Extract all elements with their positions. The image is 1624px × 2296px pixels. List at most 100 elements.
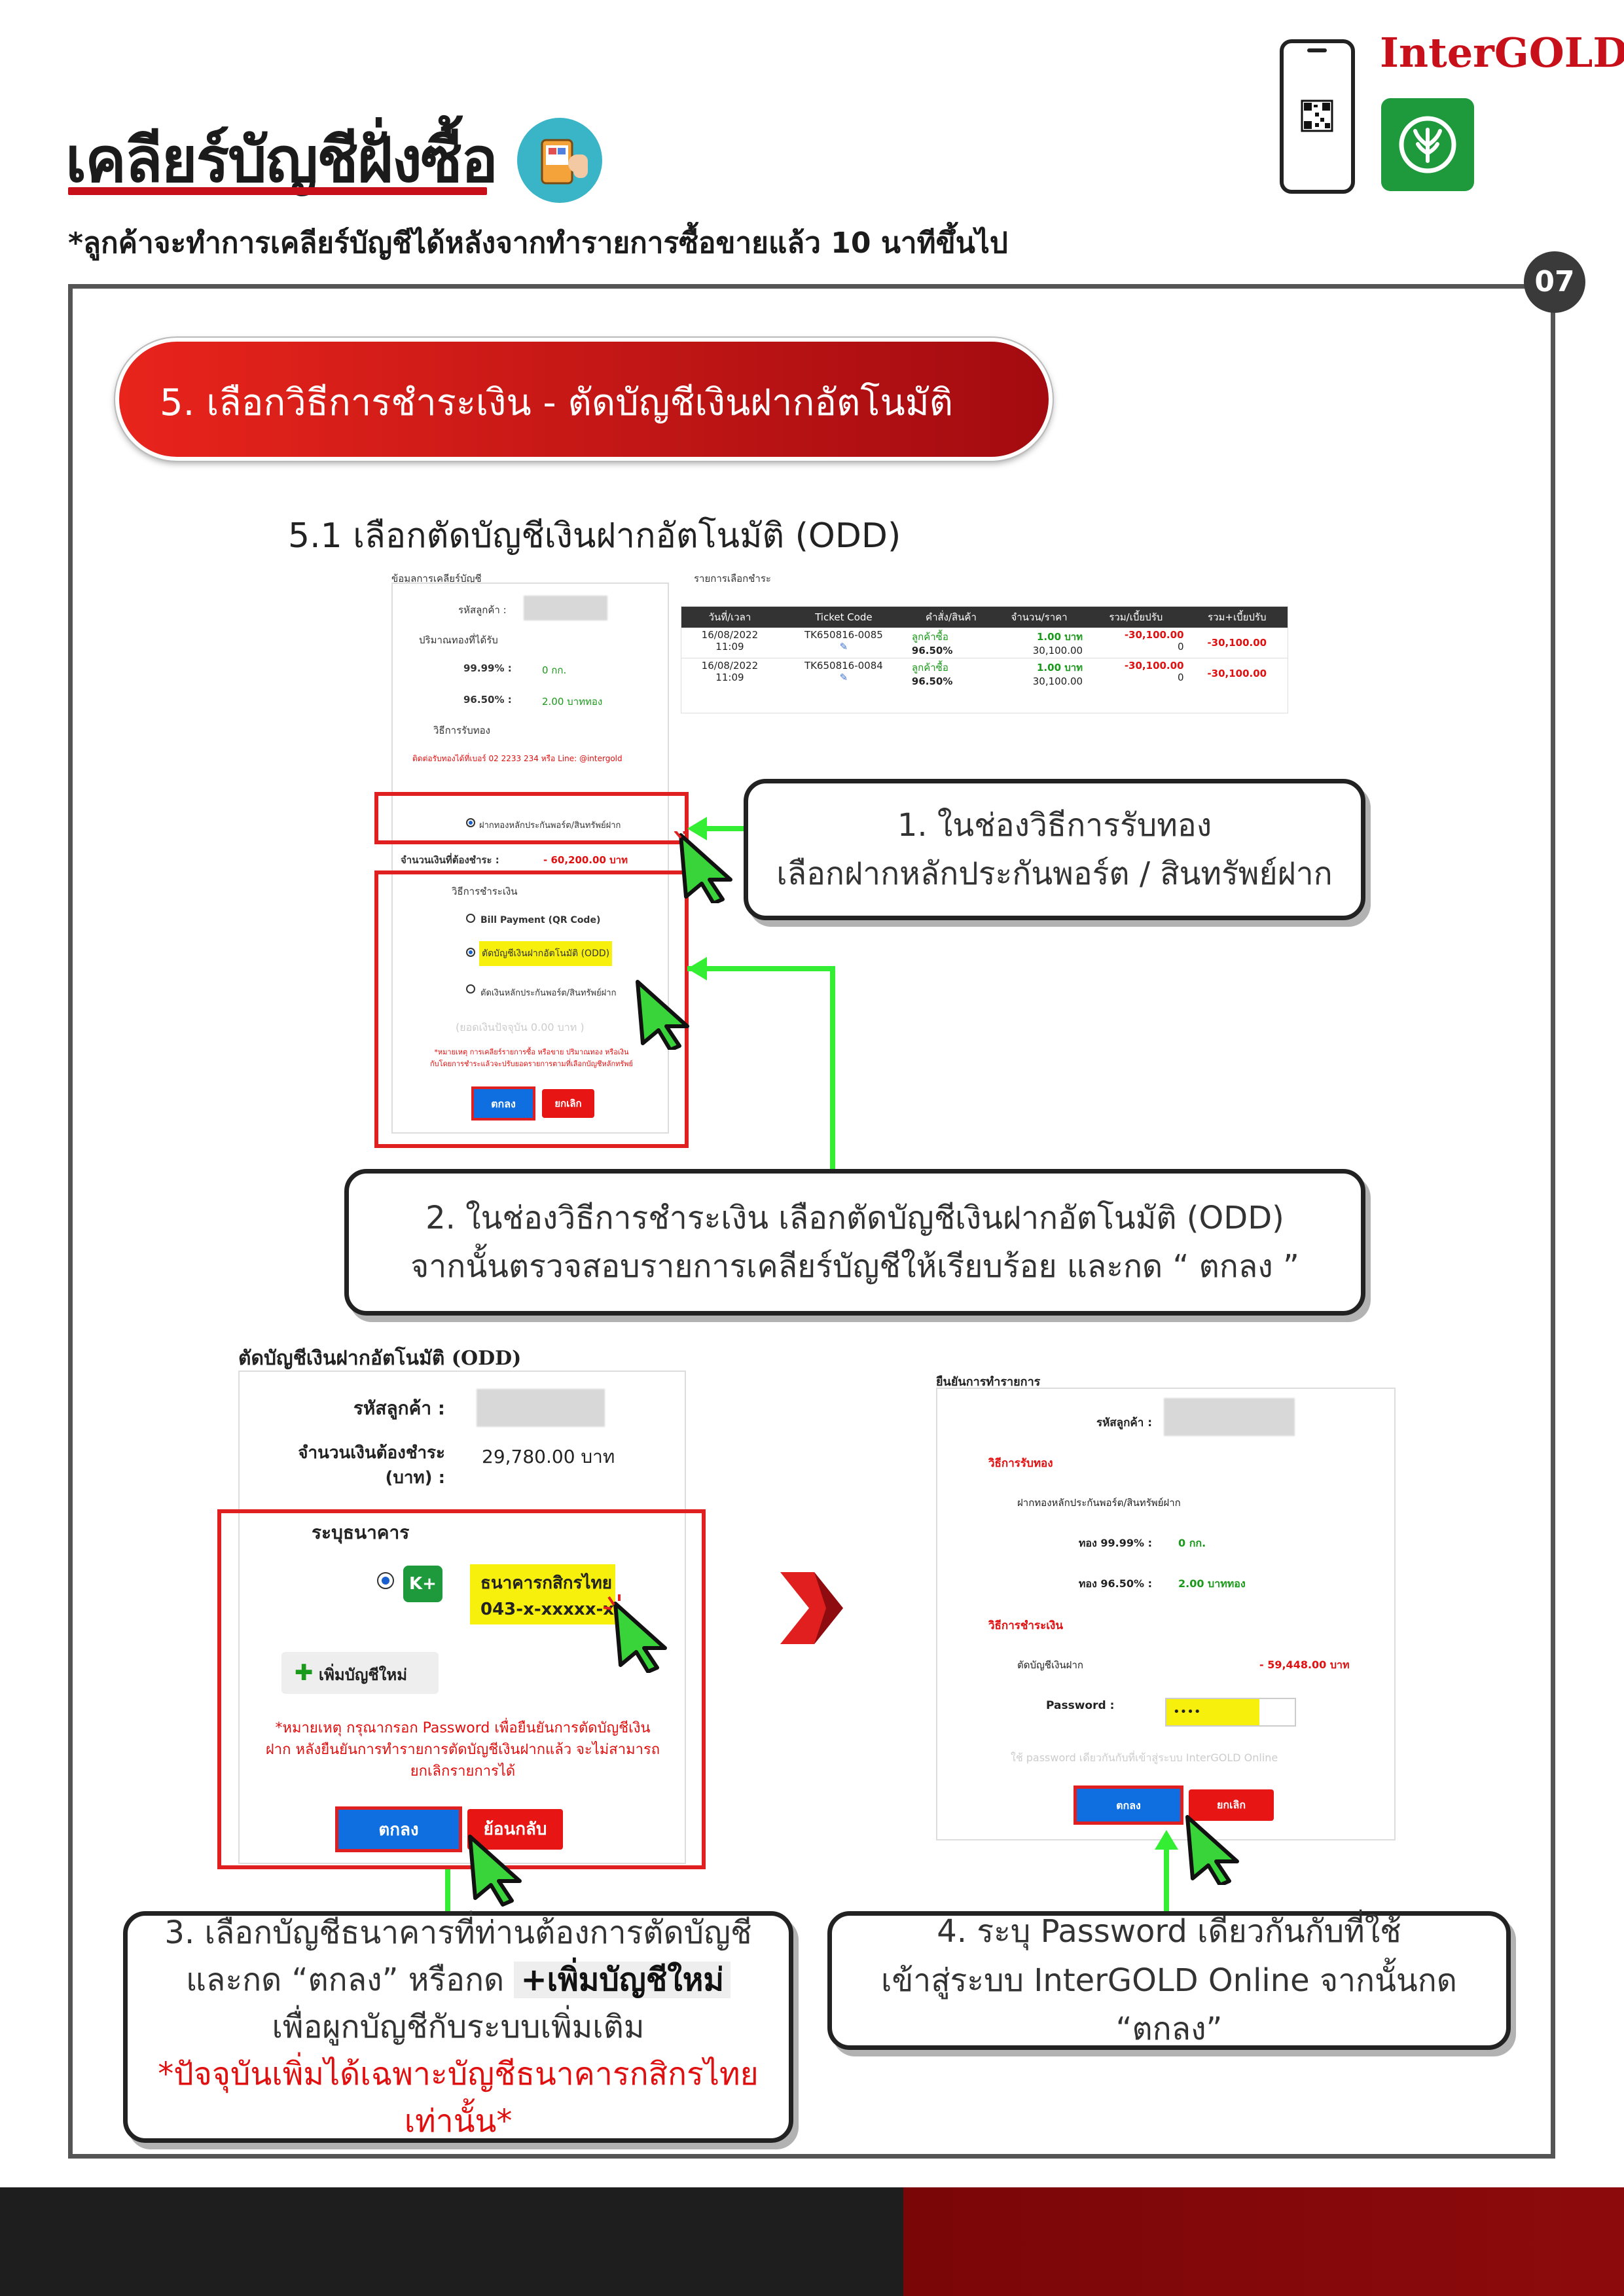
row-fine: 0	[1177, 672, 1184, 683]
pay-option-portfolio-radio[interactable]	[466, 984, 475, 994]
sub-step-title: 5.1 เลือกตัดบัญชีเงินฝากอัตโนมัติ (ODD)	[288, 516, 901, 556]
content-frame	[68, 284, 1555, 2159]
cancel-button[interactable]: ยกเลิก	[542, 1089, 594, 1118]
gold-9999-value: 0 กก.	[542, 664, 567, 676]
bank-name: ธนาคารกสิกรไทย	[480, 1573, 612, 1593]
pay-option-odd-radio[interactable]	[466, 948, 475, 957]
plus-icon: ✚	[295, 1660, 314, 1686]
connector-arrow-1-icon	[687, 817, 707, 843]
callout-2-line-1: 2. ในช่องวิธีการชำระเงิน เลือกตัดบัญชีเง…	[425, 1199, 1284, 1236]
gold-9999-label: 99.99% :	[463, 662, 512, 674]
bank-radio[interactable]	[377, 1572, 394, 1589]
gold-9650-value: 2.00 บาททอง	[542, 696, 603, 708]
col-total: รวม/เบี้ยปรับ	[1085, 607, 1187, 628]
cursor-pointer-icon	[461, 1830, 533, 1911]
add-account-button[interactable]: ✚ เพิ่มบัญชีใหม่	[281, 1652, 439, 1694]
callout-step-4: 4. ระบุ Password เดียวกันกับที่ใช้ เข้าส…	[827, 1911, 1511, 2050]
callout-3-line-3: เพื่อผูกบัญชีกับระบบเพิ่มเติม	[272, 2009, 645, 2045]
odd-amount-label: จำนวนเงินต้องชำระ (บาท) :	[298, 1443, 445, 1488]
row-product: 96.50%	[911, 645, 953, 656]
clearing-form-panel	[391, 583, 669, 1134]
callout-step-3: 3. เลือกบัญชีธนาคารที่ท่านต้องการตัดบัญช…	[123, 1911, 793, 2143]
odd-remark: *หมายเหตุ กรุณากรอก Password เพื่อยืนยัน…	[265, 1720, 660, 1780]
bank-account-highlight	[470, 1564, 615, 1624]
title-underline	[68, 187, 487, 195]
callout-3-line-2: และกด “ตกลง” หรือกด +เพิ่มบัญชีใหม่	[128, 1956, 789, 2003]
confirm-pay-label: วิธีการชำระเงิน	[988, 1619, 1063, 1632]
connector-arrow-4-icon	[1155, 1830, 1178, 1852]
payment-method-highlight	[374, 870, 689, 1148]
row-total: -30,100.00	[1124, 629, 1184, 641]
odd-amount-value: 29,780.00 บาท	[482, 1446, 615, 1467]
selected-items-table: วันที่/เวลา Ticket Code คำสั่ง/สินค้า จำ…	[681, 606, 1288, 713]
confirm-gold-9650-value: 2.00 บาททอง	[1178, 1577, 1246, 1590]
odd-ok-button[interactable]: ตกลง	[335, 1806, 462, 1852]
password-input[interactable]: ••••	[1165, 1698, 1296, 1727]
row-qty: 1.00 บาท	[1037, 662, 1083, 673]
callout-3-add-chip: +เพิ่มบัญชีใหม่	[514, 1962, 731, 1998]
row-time: 11:09	[715, 641, 744, 653]
confirm-cancel-button[interactable]: ยกเลิก	[1189, 1789, 1274, 1821]
footer-dark-band	[0, 2187, 903, 2296]
odd-form-title: ตัดบัญชีเงินฝากอัตโนมัติ (ODD)	[238, 1347, 522, 1370]
edit-icon[interactable]: ✎	[839, 672, 848, 683]
odd-back-button[interactable]: ย้อนกลับ	[467, 1809, 563, 1850]
ok-button[interactable]: ตกลง	[471, 1086, 535, 1121]
password-value: ••••	[1166, 1699, 1259, 1725]
receive-contact-note: ติดต่อรับทองได้ที่เบอร์ 02 2233 234 หรือ…	[412, 754, 623, 763]
confirm-pay-amount: - 59,448.00 บาท	[1259, 1659, 1350, 1671]
row-order: ลูกค้าซื้อ	[911, 631, 948, 643]
callout-step-2: 2. ในช่องวิธีการชำระเงิน เลือกตัดบัญชีเง…	[344, 1169, 1365, 1316]
add-account-label: เพิ่มบัญชีใหม่	[318, 1666, 408, 1684]
callout-3-line-4: *ปัจจุบันเพิ่มได้เฉพาะบัญชีธนาคารกสิกรไท…	[158, 2056, 759, 2140]
pay-option-odd-label: ตัดบัญชีเงินฝากอัตโนมัติ (ODD)	[479, 941, 613, 966]
step-banner: 5. เลือกวิธีการชำระเงิน - ตัดบัญชีเงินฝา…	[114, 336, 1054, 547]
phone-payment-icon	[517, 118, 602, 203]
cursor-pointer-icon	[631, 978, 696, 1052]
callout-4-line-2: เข้าสู่ระบบ InterGOLD Online จากนั้นกด “…	[881, 1962, 1457, 2048]
cursor-pointer-icon	[1181, 1813, 1246, 1888]
row-price: 30,100.00	[1032, 645, 1083, 656]
confirm-panel	[936, 1388, 1396, 1840]
next-step-arrow-icon	[780, 1572, 846, 1647]
confirm-ok-button[interactable]: ตกลง	[1074, 1785, 1183, 1825]
row-total: -30,100.00	[1124, 660, 1184, 672]
page-title: เคลียร์บัญชีฝั่งซื้อ	[65, 125, 498, 196]
row-time: 11:09	[715, 672, 744, 683]
bank-account-number: 043-x-xxxxx-x	[480, 1600, 615, 1619]
customer-code-masked	[524, 596, 607, 620]
confirm-receive-value: ฝากทองหลักประกันพอร์ต/สินทรัพย์ฝาก	[1017, 1497, 1181, 1509]
row-product: 96.50%	[911, 675, 953, 687]
edit-icon[interactable]: ✎	[839, 641, 848, 653]
row-date: 16/08/2022	[701, 660, 759, 672]
receive-option-highlight	[374, 792, 689, 844]
odd-customer-code-label: รหัสลูกค้า :	[353, 1397, 445, 1419]
row-order: ลูกค้าซื้อ	[911, 662, 948, 673]
confirm-customer-code-label: รหัสลูกค้า :	[1096, 1416, 1152, 1429]
connector-line-2a	[687, 966, 835, 971]
receive-option-radio[interactable]	[466, 818, 475, 827]
row-ticket: TK650816-0085	[804, 629, 883, 641]
confirm-gold-9999-label: ทอง 99.99% :	[1078, 1537, 1152, 1549]
payment-method-label: วิธีการชำระเงิน	[452, 886, 518, 897]
page-number-badge: 07	[1524, 251, 1585, 313]
pay-option-portfolio-label: ตัดเงินหลักประกันพอร์ต/สินทรัพย์ฝาก	[480, 988, 617, 998]
odd-customer-code-masked	[477, 1389, 605, 1427]
pay-option-qr-radio[interactable]	[466, 914, 475, 923]
confirm-gold-9650-label: ทอง 96.50% :	[1078, 1577, 1152, 1590]
amount-due-label: จำนวนเงินที่ต้องชำระ :	[401, 854, 499, 866]
row-price: 30,100.00	[1032, 675, 1083, 687]
row-qty: 1.00 บาท	[1037, 631, 1083, 643]
receive-option-label: ฝากทองหลักประกันพอร์ต/สินทรัพย์ฝาก	[479, 821, 621, 831]
connector-line-4	[1164, 1838, 1169, 1911]
callout-step-1: 1. ในช่องวิธีการรับทอง เลือกฝากหลักประกั…	[744, 779, 1365, 920]
callout-3-line-1: 3. เลือกบัญชีธนาคารที่ท่านต้องการตัดบัญช…	[164, 1914, 752, 1951]
gold-9650-label: 96.50% :	[463, 694, 512, 706]
row-grand: -30,100.00	[1207, 668, 1267, 679]
callout-1-line-1: 1. ในช่องวิธีการรับทอง	[897, 806, 1212, 844]
bank-select-label: ระบุธนาคาร	[312, 1522, 410, 1543]
password-label: Password :	[1046, 1699, 1115, 1712]
footer-red-band	[903, 2187, 1624, 2296]
confirm-customer-code-masked	[1164, 1398, 1295, 1436]
